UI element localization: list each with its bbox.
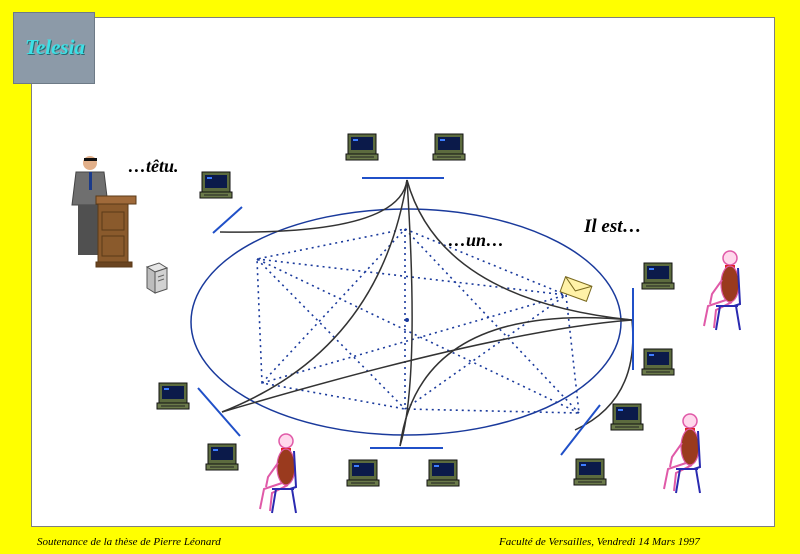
caption-il-est: Il est… [584,216,642,237]
workstations [156,133,675,487]
listener-icon [663,413,701,494]
server-icon [145,262,169,294]
envelope-icon [559,276,593,302]
caption-tetu: …têtu. [128,156,179,176]
listener-icon [259,433,297,514]
listener-icon [703,250,741,331]
telesia-logo: Telesia [13,12,95,84]
footer-venue-date: Faculté de Versailles, Vendredi 14 Mars … [499,536,700,548]
dotted-links [256,228,580,414]
segment-bars [197,177,634,456]
curved-links [219,179,634,447]
caption-un: …un… [448,230,505,250]
logo-text: Telesia [25,35,85,59]
footer-thesis-title: Soutenance de la thèse de Pierre Léonard [37,536,221,548]
speaker-lectern-icon [71,156,137,268]
network-ring [190,208,622,436]
